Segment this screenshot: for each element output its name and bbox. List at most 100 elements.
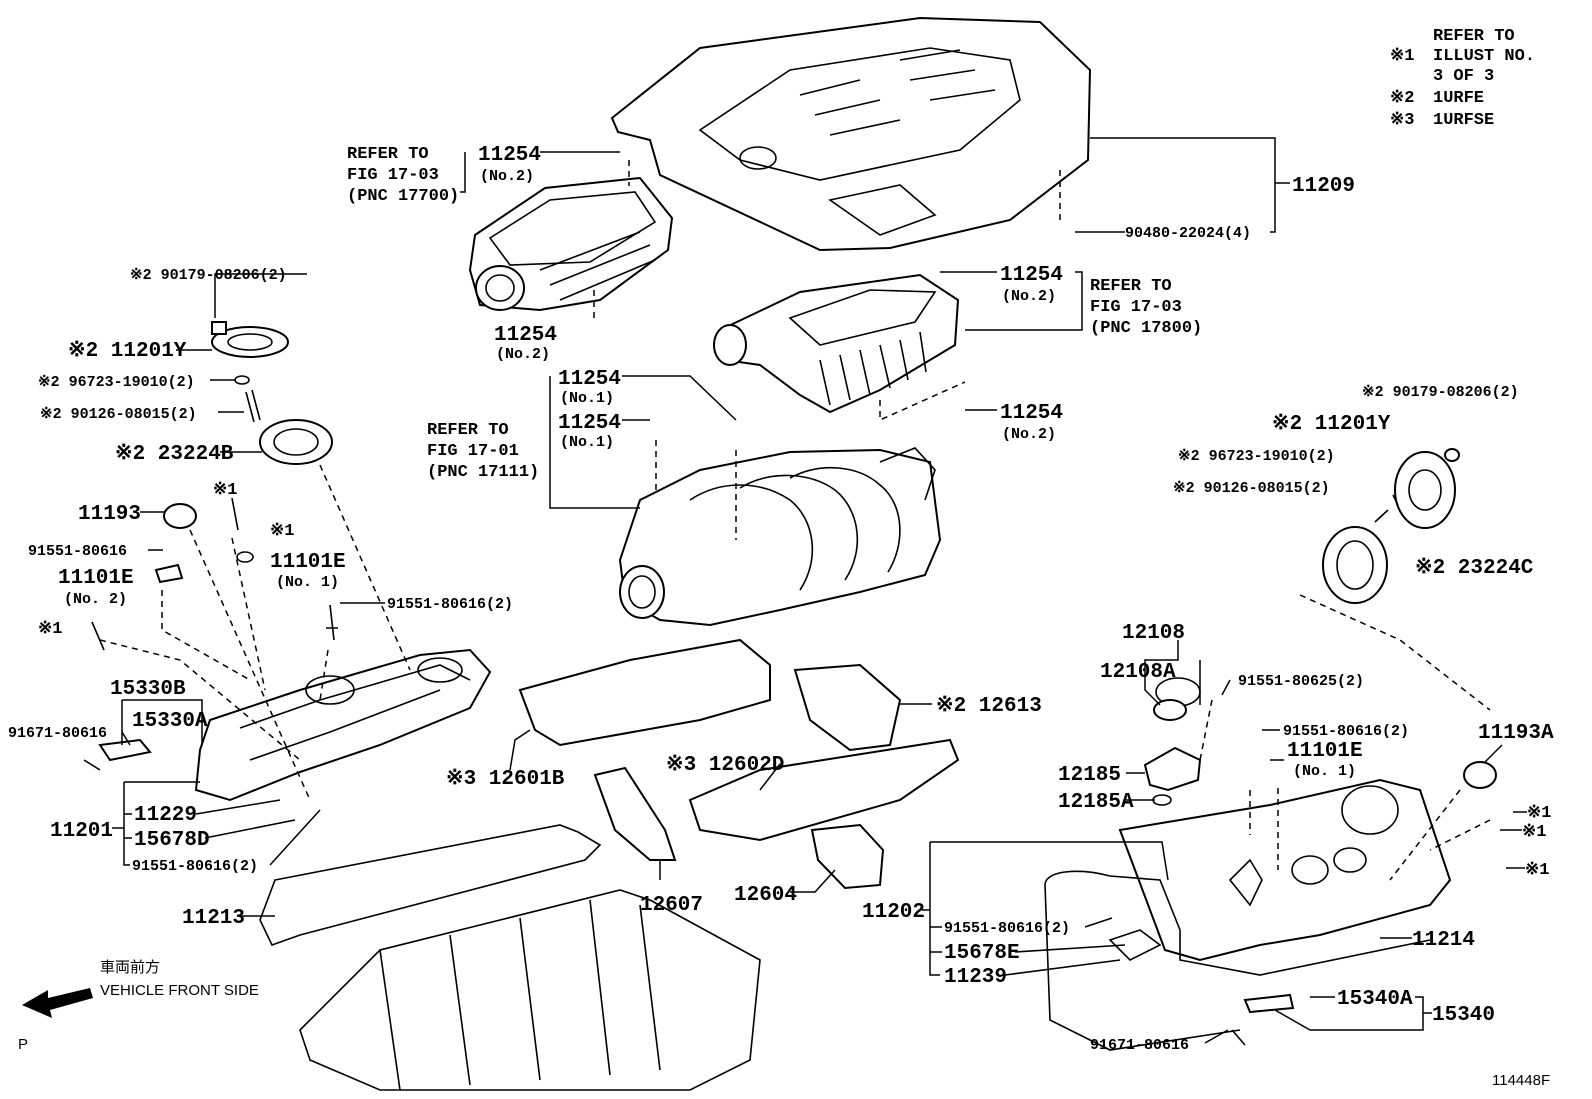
part-11101E-no1: 11101E: [270, 551, 346, 574]
part-11209: 11209: [1292, 175, 1355, 198]
part-91551-80616-a: 91551-80616: [28, 543, 127, 560]
part-r-90179-08206: ※2 90179-08206(2): [1362, 384, 1519, 401]
part-11213: 11213: [182, 907, 245, 930]
part-11101E-no1-right-sub: (No. 1): [1293, 763, 1356, 780]
legend-mark-3: ※3: [1390, 111, 1414, 130]
part-15678D: 15678D: [134, 829, 210, 852]
ref-17700-line3: (PNC 17700): [347, 187, 459, 206]
part-12613: ※2 12613: [936, 694, 1042, 718]
part-12108A: 12108A: [1100, 661, 1176, 684]
mark-1-c: ※1: [38, 620, 62, 639]
right-seal-parts-drawing: [1143, 448, 1497, 806]
part-11254-mid-left-sub: (No.2): [496, 346, 550, 363]
part-11202: 11202: [862, 901, 925, 924]
part-r-11201Y: ※2 11201Y: [1272, 412, 1391, 436]
part-91671-80616-b: 91671-80616: [1090, 1037, 1189, 1054]
part-11254-mid-right-sub: (No.2): [1002, 426, 1056, 443]
vehicle-front-arrow-icon: [22, 988, 93, 1018]
part-15678E: 15678E: [944, 942, 1020, 965]
ref-17800-line2: FIG 17-03: [1090, 298, 1182, 317]
part-11101E-no1-sub: (No. 1): [276, 574, 339, 591]
mark-1-e: ※1: [1522, 823, 1546, 842]
engine-cover-drawing: [610, 16, 1092, 252]
ref-17111-line2: FIG 17-01: [427, 442, 519, 461]
legend-3-of-3: 3 OF 3: [1433, 67, 1494, 86]
left-valve-cover-drawing: [83, 648, 492, 802]
legend-refer-to: REFER TO: [1433, 27, 1515, 46]
part-12607: 12607: [640, 894, 703, 917]
mark-1-a: ※1: [213, 481, 237, 500]
part-12601B: ※3 12601B: [446, 767, 565, 791]
ref-17800-line3: (PNC 17800): [1090, 319, 1202, 338]
mark-1-d: ※1: [1527, 804, 1551, 823]
part-l-23224B: ※2 23224B: [115, 442, 234, 466]
part-r-23224C: ※2 23224C: [1415, 556, 1534, 580]
part-11254-no1-a-sub: (No.1): [560, 390, 614, 407]
ref-17111-line1: REFER TO: [427, 421, 509, 440]
part-12108: 12108: [1122, 622, 1185, 645]
part-l-90179-08206: ※2 90179-08206(2): [130, 267, 287, 284]
part-91551-80616-b: 91551-80616(2): [387, 596, 513, 613]
part-11254-no1-b-sub: (No.1): [560, 434, 614, 451]
corner-p-mark: P: [18, 1036, 28, 1053]
part-15330B: 15330B: [110, 678, 186, 701]
part-11193: 11193: [78, 503, 141, 526]
part-11101E-no2-sub: (No. 2): [64, 591, 127, 608]
part-11254-no1-a: 11254: [558, 368, 621, 391]
part-90480-22024: 90480-22024(4): [1125, 225, 1251, 242]
part-12602D: ※3 12602D: [666, 753, 784, 777]
part-11101E-no2: 11101E: [58, 567, 134, 590]
ref-17111-line3: (PNC 17111): [427, 463, 539, 482]
part-15340A: 15340A: [1337, 988, 1413, 1011]
part-15340: 15340: [1432, 1004, 1495, 1027]
part-12604: 12604: [734, 884, 797, 907]
left-air-intake-drawing: [468, 176, 674, 312]
insulators-drawing: [518, 638, 960, 890]
part-11254-top-right: 11254: [1000, 264, 1063, 287]
part-11229: 11229: [134, 804, 197, 827]
part-11239: 11239: [944, 966, 1007, 989]
part-11214: 11214: [1412, 929, 1475, 952]
part-11254-top-left-sub: (No.2): [480, 168, 534, 185]
part-11101E-no1-right: 11101E: [1287, 740, 1363, 763]
part-l-90126-08015: ※2 90126-08015(2): [40, 406, 197, 423]
mark-1-f: ※1: [1525, 861, 1549, 880]
ref-17700-line2: FIG 17-03: [347, 166, 439, 185]
part-12185A: 12185A: [1058, 791, 1134, 814]
intake-manifold-drawing: [618, 447, 942, 627]
mark-1-b: ※1: [270, 522, 294, 541]
vehicle-front-jp: 車両前方: [100, 959, 160, 976]
part-12185: 12185: [1058, 764, 1121, 787]
part-91551-80616-e: 91551-80616(2): [1283, 723, 1409, 740]
figure-id: 114448F: [1492, 1072, 1550, 1089]
left-seal-parts-drawing: [91, 321, 338, 651]
part-l-11201Y: ※2 11201Y: [68, 339, 187, 363]
left-gasket-drawing: [259, 824, 602, 946]
part-11201: 11201: [50, 820, 113, 843]
part-11254-mid-left: 11254: [494, 324, 557, 347]
legend-mark-1: ※1: [1390, 47, 1414, 66]
part-11193A: 11193A: [1478, 722, 1554, 745]
part-l-96723-19010: ※2 96723-19010(2): [38, 374, 195, 391]
part-15330A: 15330A: [132, 710, 208, 733]
right-valve-cover-drawing: [1044, 778, 1452, 1051]
part-11254-top-right-sub: (No.2): [1002, 288, 1056, 305]
part-91551-80616-c: 91551-80616(2): [132, 858, 258, 875]
part-r-96723-19010: ※2 96723-19010(2): [1178, 448, 1335, 465]
part-11254-no1-b: 11254: [558, 412, 621, 435]
part-11254-mid-right: 11254: [1000, 402, 1063, 425]
ref-17700-line1: REFER TO: [347, 145, 429, 164]
legend-illust-no: ILLUST NO.: [1433, 47, 1535, 66]
legend-note-2: 1URFE: [1433, 89, 1484, 108]
legend-mark-2: ※2: [1390, 89, 1414, 108]
leader-lines: [99, 137, 1527, 1044]
legend-note-3: 1URFSE: [1433, 111, 1494, 130]
vehicle-front-en: VEHICLE FRONT SIDE: [100, 982, 259, 999]
part-11254-top-left: 11254: [478, 144, 541, 167]
part-r-90126-08015: ※2 90126-08015(2): [1173, 480, 1330, 497]
part-91551-80625: 91551-80625(2): [1238, 673, 1364, 690]
part-91551-80616-f: 91551-80616(2): [944, 920, 1070, 937]
ref-17800-line1: REFER TO: [1090, 277, 1172, 296]
engine-block-drawing: [299, 889, 761, 1091]
